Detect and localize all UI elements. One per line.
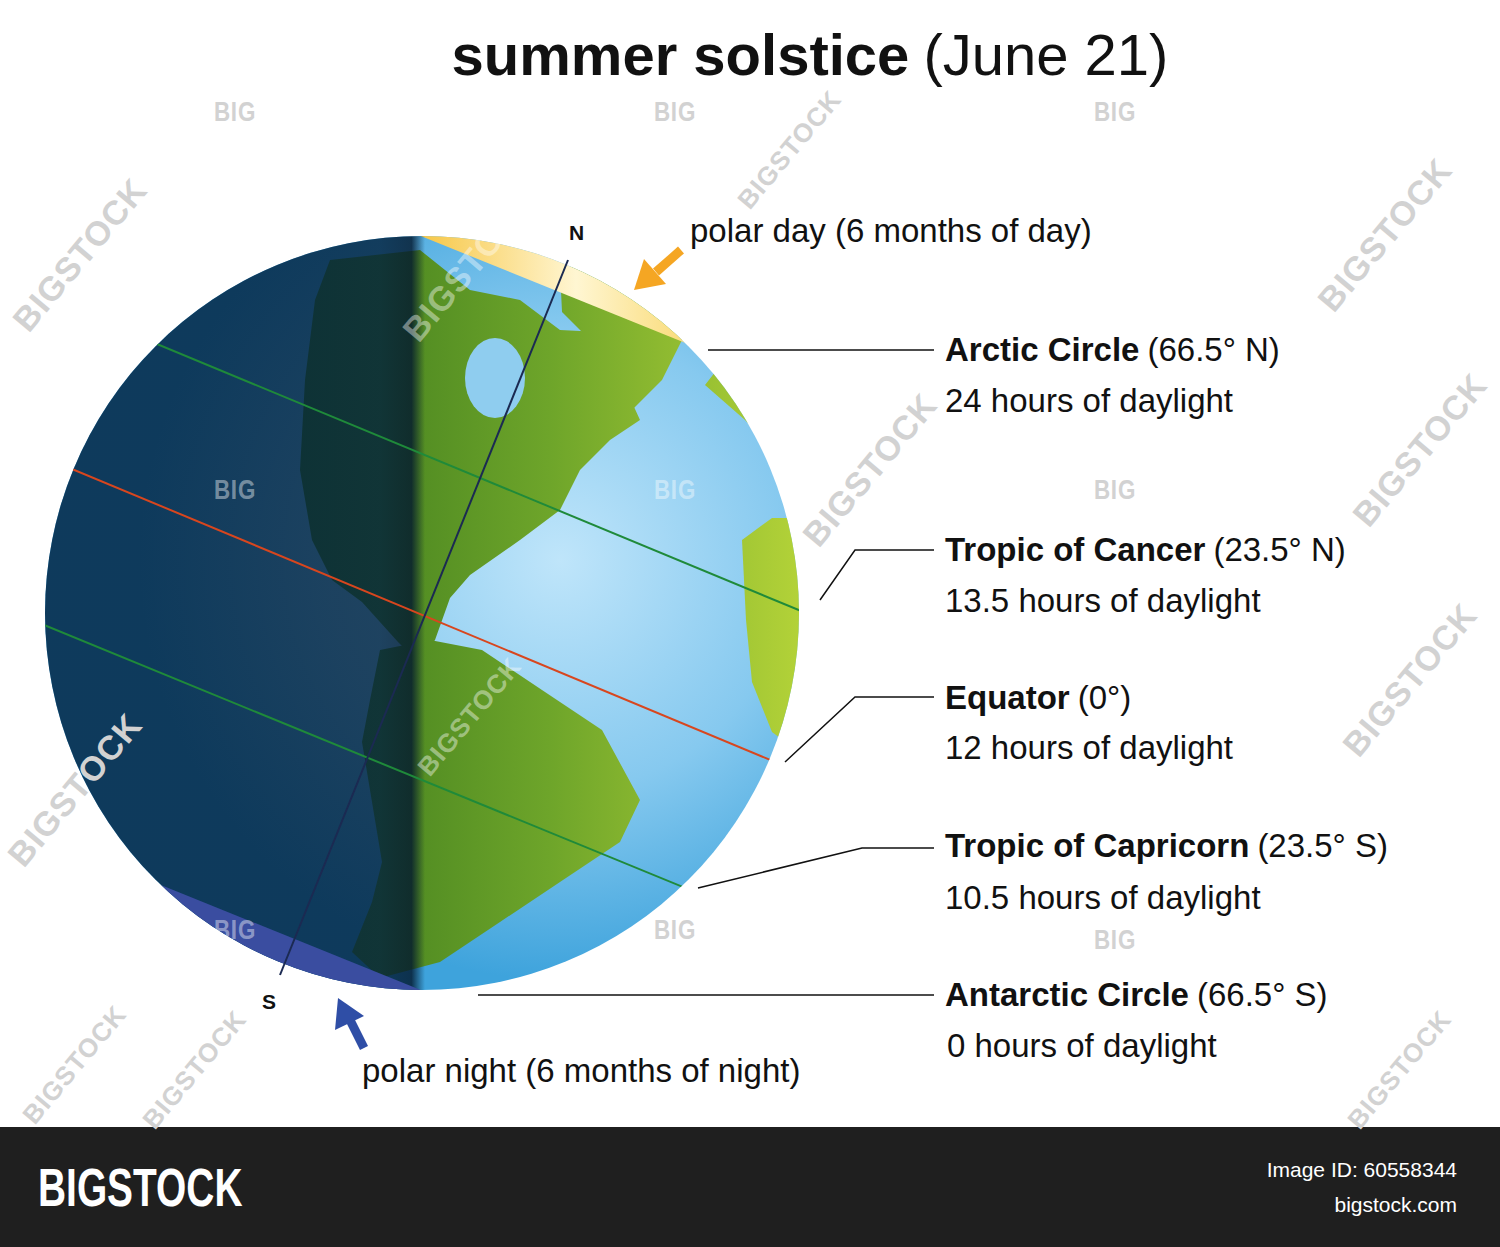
latitude-degree: (23.5° S) xyxy=(1257,827,1388,865)
watermark: BIG xyxy=(654,474,696,506)
polar-night-label: polar night (6 months of night) xyxy=(362,1052,800,1090)
title-row: summer solstice(June 21) xyxy=(120,22,1500,89)
watermark: BIGSTOCK xyxy=(137,1005,253,1135)
watermark: BIG xyxy=(1094,474,1136,506)
footer-brand: BIGSTOCK xyxy=(38,1156,243,1218)
watermark: BIGSTOCK xyxy=(732,85,848,215)
watermark: BIG xyxy=(654,96,696,128)
latitude-name: Tropic of Cancer xyxy=(945,531,1205,569)
watermark: BIG xyxy=(214,96,256,128)
latitude-name: Arctic Circle xyxy=(945,331,1139,369)
watermark: BIG xyxy=(1094,924,1136,956)
daylight-hours: 13.5 hours of daylight xyxy=(945,582,1261,620)
watermark: BIGSTOCK xyxy=(1345,366,1495,534)
diagram-title: summer solstice xyxy=(452,22,910,89)
latitude-heading: Tropic of Capricorn(23.5° S) xyxy=(945,827,1388,865)
footer-image-id: Image ID: 60558344 xyxy=(1267,1158,1457,1182)
watermark: BIG xyxy=(654,914,696,946)
latitude-name: Equator xyxy=(945,679,1070,717)
daylight-hours: 12 hours of daylight xyxy=(945,729,1233,767)
latitude-degree: (66.5° S) xyxy=(1197,976,1328,1014)
pole-label: N xyxy=(569,221,584,245)
title-date: (June 21) xyxy=(923,22,1168,89)
globe xyxy=(0,0,1000,1247)
daylight-hours: 10.5 hours of daylight xyxy=(945,879,1261,917)
daylight-hours: 24 hours of daylight xyxy=(945,382,1233,420)
footer-bar xyxy=(0,1127,1500,1247)
latitude-heading: Tropic of Cancer(23.5° N) xyxy=(945,531,1346,569)
watermark: BIG xyxy=(214,914,256,946)
watermark: BIG xyxy=(214,474,256,506)
watermark: BIGSTOCK xyxy=(5,171,155,339)
footer-site: bigstock.com xyxy=(1334,1193,1457,1217)
latitude-degree: (66.5° N) xyxy=(1147,331,1279,369)
watermark: BIGSTOCK xyxy=(1310,151,1460,319)
latitude-name: Antarctic Circle xyxy=(945,976,1189,1014)
latitude-degree: (23.5° N) xyxy=(1213,531,1345,569)
watermark: BIGSTOCK xyxy=(1335,596,1485,764)
watermark: BIGSTOCK xyxy=(17,1000,133,1130)
polar-day-label: polar day (6 months of day) xyxy=(690,212,1092,250)
latitude-degree: (0°) xyxy=(1078,679,1132,717)
watermark: BIGSTOCK xyxy=(1342,1005,1458,1135)
latitude-name: Tropic of Capricorn xyxy=(945,827,1249,865)
daylight-hours: 0 hours of daylight xyxy=(947,1027,1217,1065)
polar-day-arrow xyxy=(634,250,681,290)
latitude-heading: Arctic Circle(66.5° N) xyxy=(945,331,1280,369)
latitude-heading: Equator(0°) xyxy=(945,679,1131,717)
pole-label: S xyxy=(262,990,276,1014)
watermark: BIG xyxy=(1094,96,1136,128)
watermark: BIGSTOCK xyxy=(795,386,945,554)
polar-night-arrow xyxy=(335,998,364,1048)
earth-axis xyxy=(280,260,568,975)
latitude-heading: Antarctic Circle(66.5° S) xyxy=(945,976,1328,1014)
